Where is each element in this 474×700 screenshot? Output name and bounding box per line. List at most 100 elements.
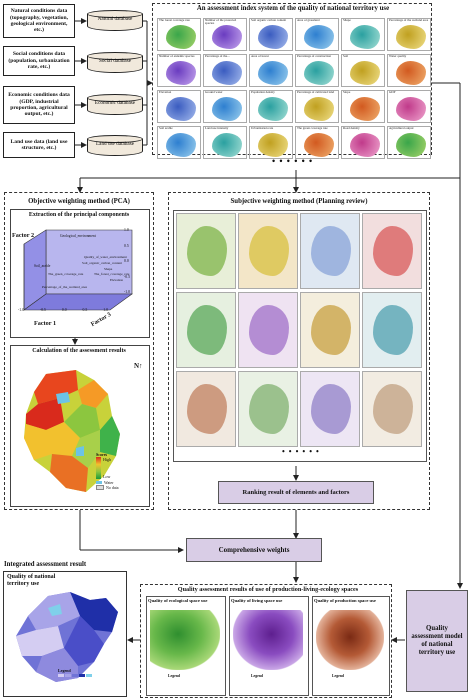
- index-map-tile: Population density: [249, 90, 293, 123]
- planning-map-tile: [362, 213, 422, 289]
- index-map-tile: Area of grassland: [295, 18, 339, 51]
- planning-map-tile: [300, 213, 360, 289]
- index-map-caption: Number of the protected species: [205, 18, 237, 26]
- index-map-tile: The forest coverage rate: [157, 18, 201, 51]
- integrated-title: Integrated assessment result: [4, 561, 87, 568]
- pca-subtitle: Extraction of the principal components: [28, 212, 130, 218]
- index-ellipsis: • • • • • •: [272, 156, 314, 166]
- planning-map-tile: [300, 292, 360, 368]
- pca-factor-plot: [23, 229, 133, 311]
- factor2-label: Factor 2: [12, 232, 35, 239]
- north-arrow-icon: N↑: [134, 362, 143, 370]
- index-map-caption: Land use intensity: [205, 126, 229, 130]
- ple-living-map: [233, 610, 303, 670]
- pca-label-forest: The_forest_coverage_rate: [94, 272, 130, 276]
- pca-panel: [4, 192, 154, 510]
- pca-label-geological: Geological_environment: [60, 234, 96, 238]
- ranking-box: Ranking result of elements and factors: [218, 481, 374, 504]
- pca-label-green: The_green_coverage_rate: [48, 272, 84, 276]
- pca-label-soil-arable: Soil_arable: [34, 264, 51, 268]
- index-map-tile: Number of the protected species: [203, 18, 247, 51]
- index-map-tile: Percentage of the...: [203, 54, 247, 87]
- index-map-caption: Population density: [251, 90, 275, 94]
- planning-map-tile: [362, 371, 422, 447]
- index-map-caption: Elevation: [159, 90, 172, 94]
- natural-data-box: Natural conditions data (topography, veg…: [3, 4, 75, 38]
- pca-label-soc: Soil_organic_carbon_content: [82, 261, 122, 265]
- integrated-map-title: Quality of national territory use: [7, 574, 56, 587]
- index-map-tile: Land use intensity: [203, 126, 247, 159]
- calc-title: Calculation of the assessment results: [32, 348, 126, 354]
- index-map-caption: Road density: [343, 126, 360, 130]
- pca-title: Objective weighting method (PCA): [28, 198, 130, 205]
- planning-map-tile: [238, 292, 298, 368]
- ple-living-legend: Legend: [251, 674, 264, 678]
- index-map-caption: Urbanization rate: [251, 126, 274, 130]
- economic-database: Economic database: [87, 94, 143, 116]
- landuse-data-box: Land use data (land use structure, etc.): [3, 132, 75, 158]
- index-map-caption: Soil organic carbon content: [251, 18, 287, 22]
- pca-label-wetland: Percentage_of_the_wetland_area: [42, 285, 87, 289]
- planning-map-tile: [238, 371, 298, 447]
- integrated-map: [16, 592, 118, 682]
- index-map-tile: Soil: [341, 54, 385, 87]
- index-map-tile: Ground water: [203, 90, 247, 123]
- index-map-tile: Number of endemic species: [157, 54, 201, 87]
- integrated-legend-swatches: [58, 674, 108, 686]
- comprehensive-weights-box: Comprehensive weights: [186, 538, 322, 562]
- index-map-caption: Percentage of the wetland area: [389, 18, 429, 22]
- planning-map-tile: [238, 213, 298, 289]
- index-map-caption: GDP: [389, 90, 396, 94]
- index-map-tile: Agricultural output: [387, 126, 431, 159]
- ple-production-map: [316, 610, 384, 670]
- index-map-caption: Percentage of cultivated land: [297, 90, 335, 94]
- index-map-tile: Soil organic carbon content: [249, 18, 293, 51]
- index-map-tile: Percentage of construction: [295, 54, 339, 87]
- integrated-panel: [3, 571, 127, 697]
- index-map-tile: Water quality: [387, 54, 431, 87]
- planning-map-tile: [176, 213, 236, 289]
- index-map-caption: Shape: [343, 18, 351, 22]
- ple-living-title: Quality of living space use: [231, 598, 283, 603]
- index-map-caption: The green coverage rate: [297, 126, 328, 130]
- index-map-caption: Soil: [343, 54, 349, 58]
- index-map-tile: Urbanization rate: [249, 126, 293, 159]
- index-map-caption: Soil arable: [159, 126, 173, 130]
- index-map-caption: Percentage of construction: [297, 54, 331, 58]
- index-map-caption: The forest coverage rate: [159, 18, 190, 22]
- index-map-caption: Number of endemic species: [159, 54, 195, 58]
- index-map-caption: Percentage of the...: [205, 54, 230, 58]
- social-data-box: Social conditions data (population, urba…: [3, 46, 75, 76]
- index-map-caption: Slope: [343, 90, 351, 94]
- economic-data-box: Economic conditions data (GDP, industria…: [3, 86, 75, 124]
- social-database: Social database: [87, 52, 143, 74]
- ple-title: Quality assessment results of use of pro…: [177, 586, 359, 593]
- planning-panel: [168, 192, 430, 510]
- planning-map-tile: [300, 371, 360, 447]
- index-map-tile: The green coverage rate: [295, 126, 339, 159]
- planning-map-tile: [176, 371, 236, 447]
- planning-ellipsis: • • • • • •: [282, 447, 320, 456]
- index-map-caption: Ground water: [205, 90, 223, 94]
- planning-map-tile: [176, 292, 236, 368]
- planning-map-tile: [362, 292, 422, 368]
- index-map-tile: Elevation: [157, 90, 201, 123]
- model-box: Quality assessment model of national ter…: [406, 590, 468, 692]
- factor1-label: Factor 1: [34, 320, 57, 327]
- index-map-caption: Area of forest: [251, 54, 269, 58]
- planning-title: Subjective weighting method (Planning re…: [230, 198, 368, 205]
- index-map-caption: Agricultural output: [389, 126, 414, 130]
- index-map-tile: Slope: [341, 90, 385, 123]
- ple-production-legend: Legend: [332, 674, 345, 678]
- pca-label-elevation: Elevation: [110, 278, 123, 282]
- ple-eco-map: [150, 610, 220, 670]
- index-map-tile: Road density: [341, 126, 385, 159]
- pca-label-water: Quality_of_water_environment: [84, 255, 127, 259]
- index-map-tile: GDP: [387, 90, 431, 123]
- landuse-database: Land use database: [87, 135, 143, 157]
- index-map-tile: Shape: [341, 18, 385, 51]
- natural-database: Natural database: [87, 10, 143, 32]
